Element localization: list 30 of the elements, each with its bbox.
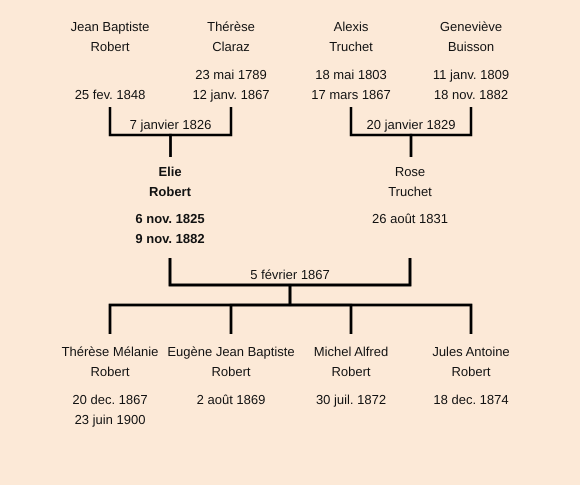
person-name: Eugène Jean Baptiste Robert: [166, 343, 296, 381]
life-date: 20 dec. 1867: [72, 391, 148, 409]
life-date: 17 mars 1867: [311, 86, 391, 104]
life-date: 18 nov. 1882: [434, 86, 508, 104]
person-name: Rose Truchet: [387, 163, 433, 201]
life-date: 26 août 1831: [372, 210, 448, 228]
life-date: 2 août 1869: [196, 391, 266, 409]
life-date: 11 janv. 1809: [432, 66, 510, 84]
life-date: 18 mai 1803: [315, 66, 387, 84]
family-line: [410, 107, 472, 157]
family-line: [169, 107, 232, 157]
life-date: 30 juil. 1872: [316, 391, 386, 409]
person-name: Thérèse Mélanie Robert: [60, 343, 160, 381]
person-name: Alexis Truchet: [328, 18, 374, 56]
edge-label: 7 janvier 1826: [128, 117, 214, 133]
life-date: 18 dec. 1874: [433, 391, 509, 409]
person-name: Thérèse Claraz: [206, 18, 256, 56]
person-name: Elie Robert: [148, 163, 192, 201]
life-date: 9 nov. 1882: [135, 230, 205, 248]
life-date: 23 juin 1900: [74, 411, 146, 429]
person-name: Geneviève Buisson: [438, 18, 504, 56]
life-date: 23 mai 1789: [195, 66, 267, 84]
family-line: [288, 258, 472, 334]
life-date: 25 fev. 1848: [74, 86, 146, 104]
person-name: Jean Baptiste Robert: [70, 18, 150, 56]
life-date: 12 janv. 1867: [192, 86, 270, 104]
life-date: 6 nov. 1825: [135, 210, 205, 228]
edge-label: 20 janvier 1829: [364, 117, 458, 133]
person-name: Jules Antoine Robert: [431, 343, 511, 381]
person-name: Michel Alfred Robert: [312, 343, 390, 381]
